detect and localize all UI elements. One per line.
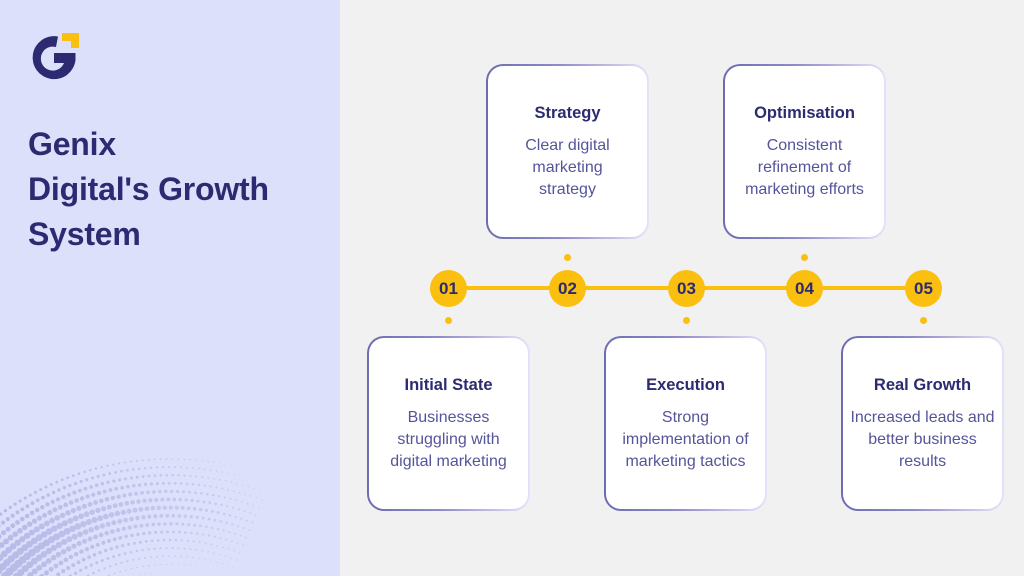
title-line-1: Genix [28, 126, 116, 162]
title-line-2: Digital's Growth [28, 171, 269, 207]
connector-dot-01 [445, 317, 452, 324]
card-title: Initial State [404, 375, 493, 394]
card-description: Businesses struggling with digital marke… [390, 408, 507, 470]
step-card-execution: Execution Strong implementation of marke… [604, 336, 767, 511]
step-card-strategy: Strategy Clear digital marketing strateg… [486, 64, 649, 239]
step-number-02: 02 [549, 270, 586, 307]
halftone-dots-decoration [0, 458, 269, 576]
step-number-03: 03 [668, 270, 705, 307]
card-description: Clear digital marketing strategy [525, 136, 610, 198]
left-panel: Genix Digital's Growth System [0, 0, 340, 576]
step-number-01: 01 [430, 270, 467, 307]
connector-dot-02 [564, 254, 571, 261]
card-description: Strong implementation of marketing tacti… [622, 408, 749, 470]
step-card-optimisation: Optimisation Consistent refinement of ma… [723, 64, 886, 239]
connector-dot-05 [920, 317, 927, 324]
card-description: Increased leads and better business resu… [850, 408, 995, 470]
card-title: Execution [646, 375, 725, 394]
step-card-real-growth: Real Growth Increased leads and better b… [841, 336, 1004, 511]
card-title: Strategy [534, 103, 601, 122]
card-description: Consistent refinement of marketing effor… [745, 136, 864, 198]
step-number-04: 04 [786, 270, 823, 307]
card-title: Real Growth [873, 375, 972, 394]
step-number-05: 05 [905, 270, 942, 307]
page-title: Genix Digital's Growth System [28, 122, 328, 257]
connector-dot-04 [801, 254, 808, 261]
step-card-initial-state: Initial State Businesses struggling with… [367, 336, 530, 511]
connector-dot-03 [683, 317, 690, 324]
title-line-3: System [28, 216, 141, 252]
card-title: Optimisation [754, 103, 855, 122]
genix-logo-icon [32, 33, 79, 80]
